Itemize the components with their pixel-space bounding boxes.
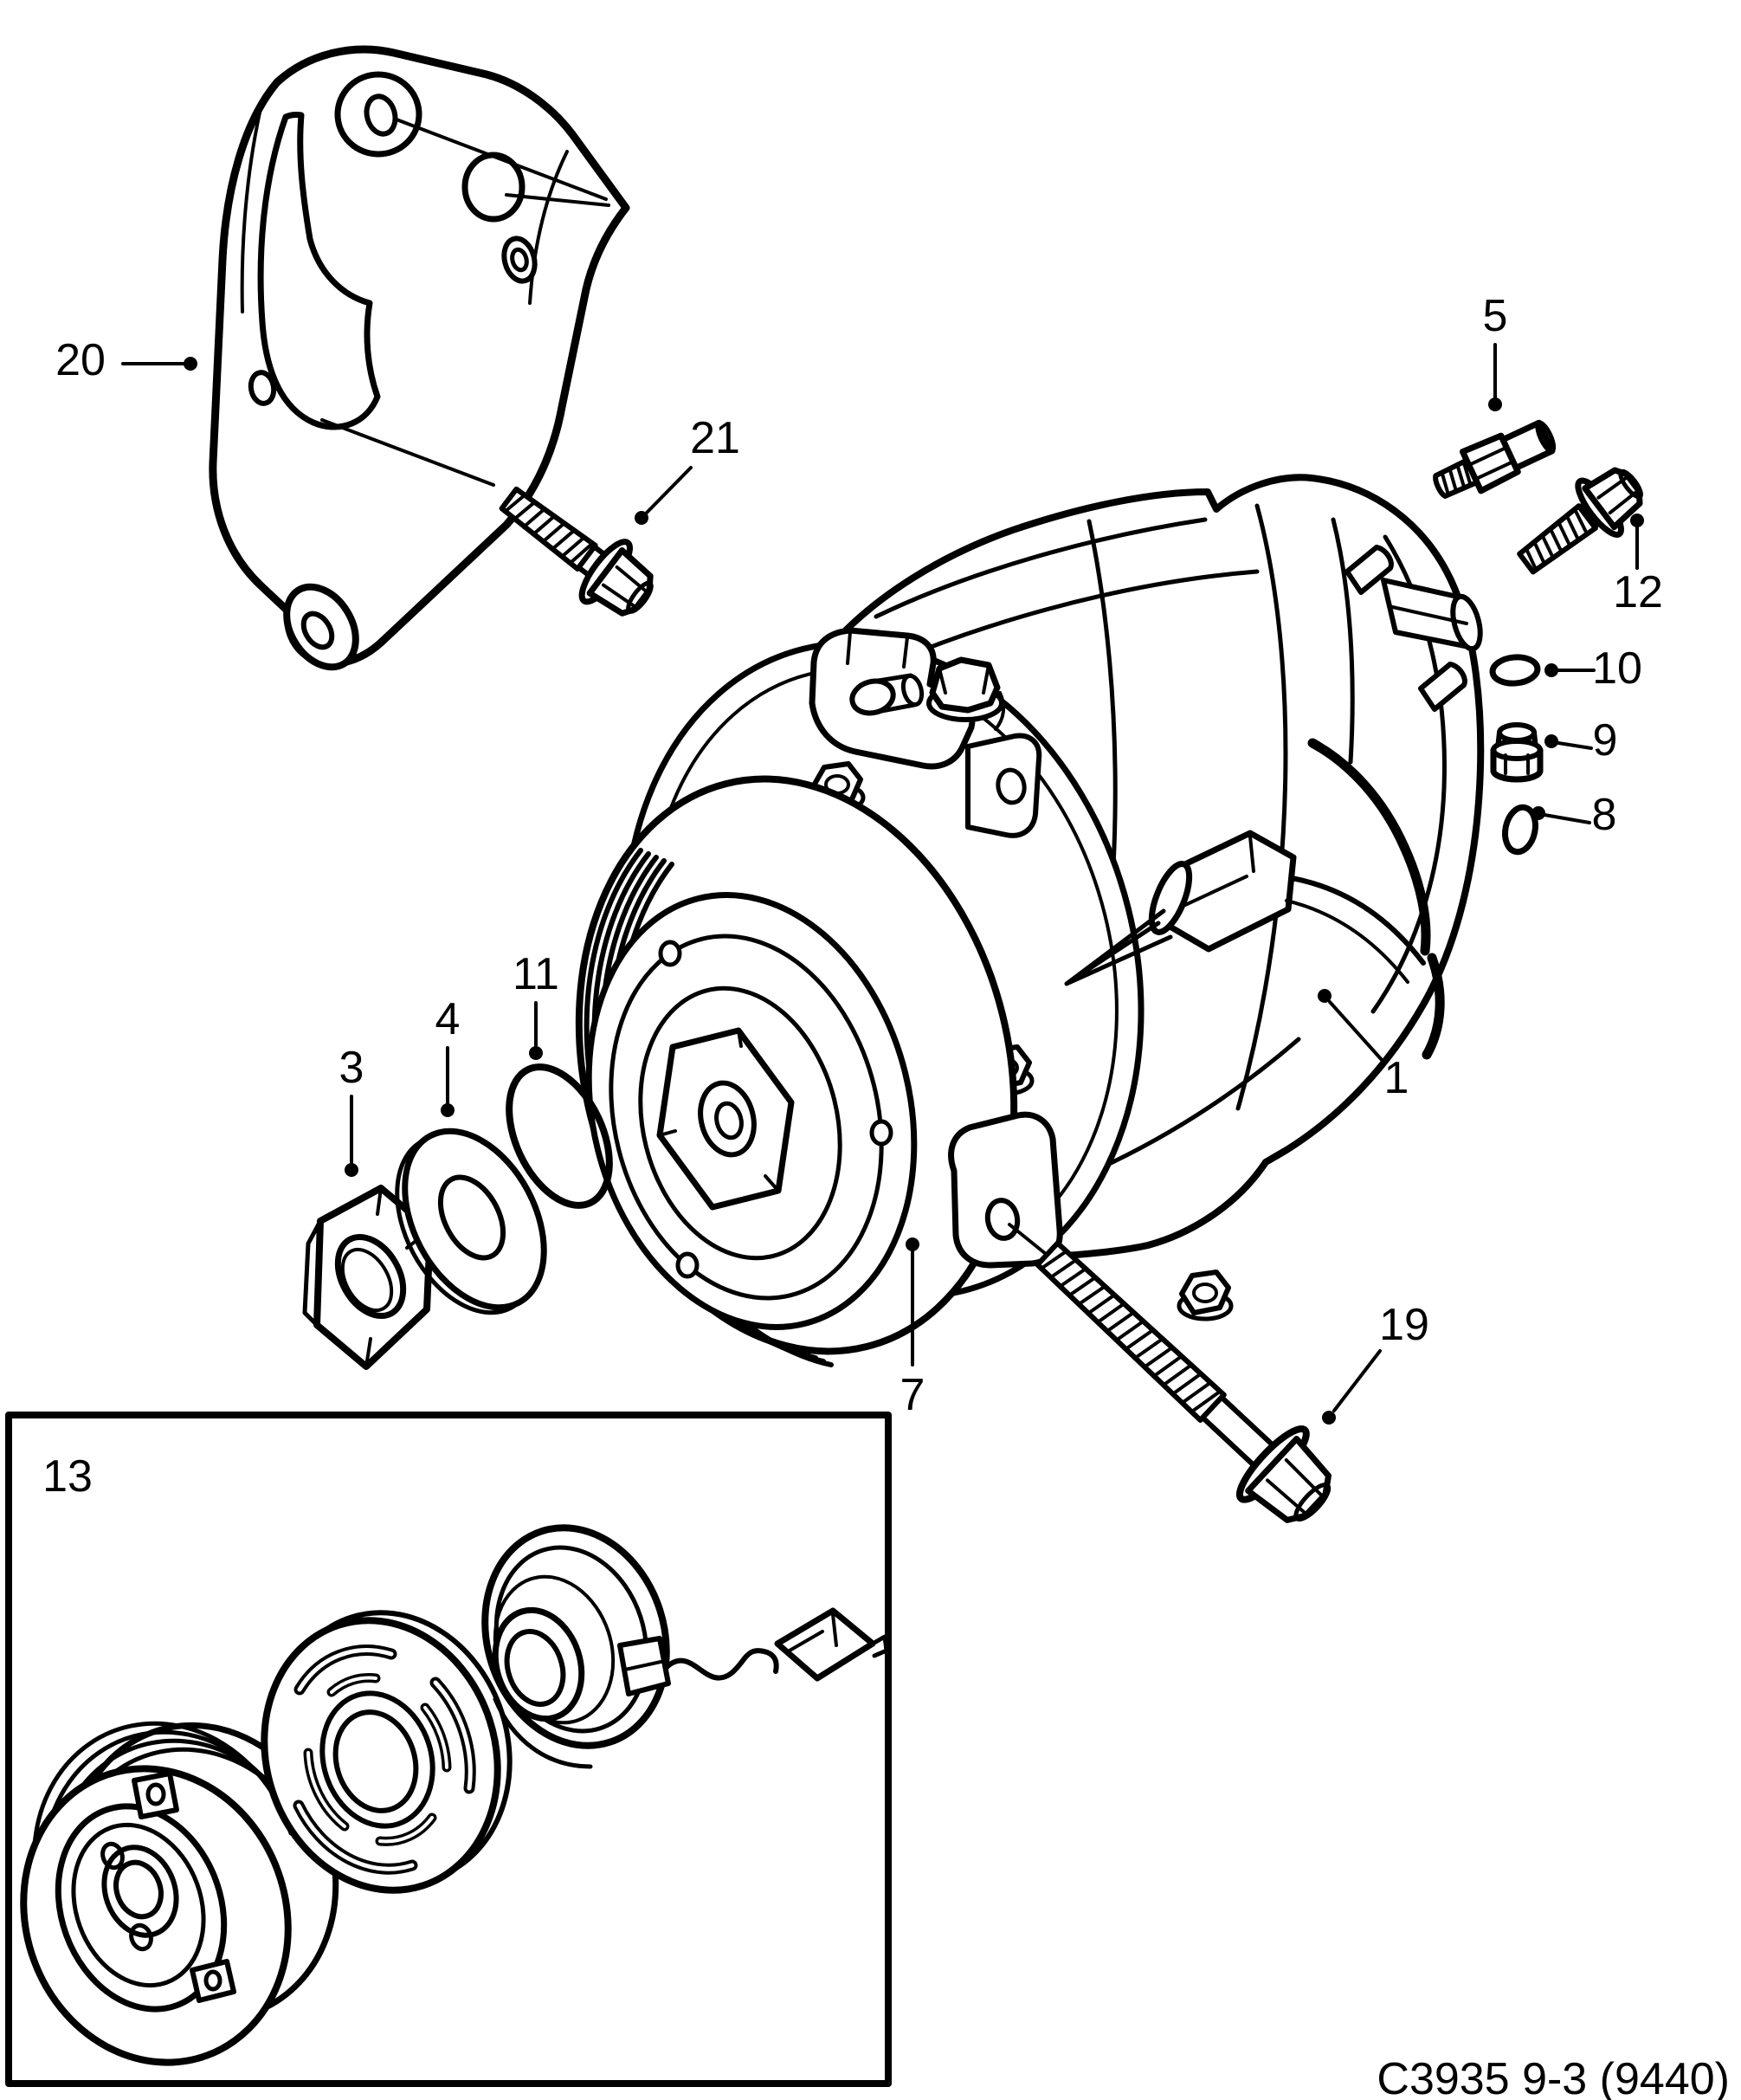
callout-5: 5 <box>1483 291 1508 411</box>
o-ring-cap-part <box>1502 804 1538 856</box>
callout-4-label: 4 <box>435 994 461 1044</box>
callout-1-label: 1 <box>1384 1053 1409 1103</box>
mount-bracket-part <box>209 45 630 671</box>
callout-12-label: 12 <box>1613 567 1663 617</box>
inset-box <box>5 1412 892 2087</box>
figure-code: C3935 9-3 (9440) <box>1377 2054 1730 2100</box>
long-mount-bolt-part <box>1035 1240 1332 1523</box>
callout-3-label: 3 <box>339 1043 364 1093</box>
callout-4: 4 <box>435 994 461 1117</box>
callout-19: 19 <box>1322 1300 1429 1425</box>
callout-11-label: 11 <box>513 949 559 999</box>
o-ring-shaft-part <box>506 1063 613 1209</box>
callout-12: 12 <box>1613 514 1663 617</box>
callout-21-label: 21 <box>690 413 740 463</box>
cap-nut-part <box>1490 722 1544 783</box>
callout-1: 1 <box>1318 989 1409 1103</box>
callout-10-label: 10 <box>1592 643 1642 694</box>
bracket-bolt-part <box>499 486 654 617</box>
callout-13: 13 <box>42 1451 93 1502</box>
callout-8-label: 8 <box>1592 790 1617 840</box>
callout-19-label: 19 <box>1379 1300 1429 1350</box>
callout-7: 7 <box>900 1237 925 1420</box>
callout-21: 21 <box>635 413 740 525</box>
callout-13-label: 13 <box>42 1451 93 1502</box>
clutch-kit-inset <box>5 1412 892 2087</box>
callout-5-label: 5 <box>1483 291 1508 341</box>
pressure-relief-valve-part <box>1433 419 1557 499</box>
callout-3: 3 <box>339 1043 364 1177</box>
callout-20: 20 <box>55 335 197 385</box>
callout-9: 9 <box>1544 715 1617 766</box>
o-ring-valve-part <box>1489 654 1541 687</box>
washer-part <box>395 1128 547 1315</box>
callout-8: 8 <box>1531 790 1616 840</box>
callout-20-label: 20 <box>55 335 106 385</box>
callout-11: 11 <box>513 949 559 1060</box>
callouts: 20 21 5 12 10 9 8 1 <box>42 291 1663 1502</box>
compressor-part <box>575 474 1485 1367</box>
callout-9-label: 9 <box>1593 715 1618 766</box>
callout-7-label: 7 <box>900 1370 925 1420</box>
callout-10: 10 <box>1544 643 1642 694</box>
rear-bolt-part <box>1517 467 1643 575</box>
